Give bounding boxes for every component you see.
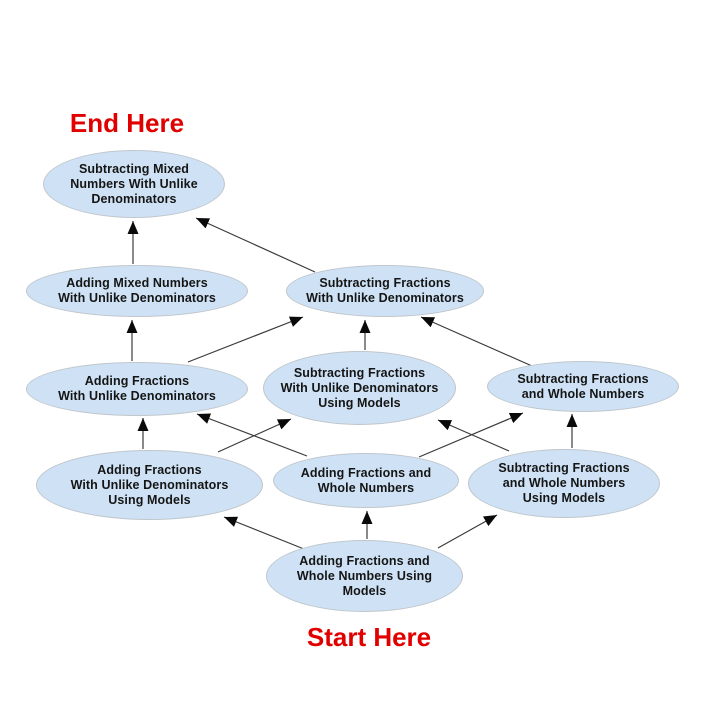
node-label: Adding Fractions With Unlike Denominator… <box>70 462 229 507</box>
edge-adding-whole-to-adding-fractions <box>196 413 308 457</box>
node-subtracting-mixed-numbers: Subtracting Mixed Numbers With Unlike De… <box>43 150 225 218</box>
node-label: Adding Fractions and Whole Numbers Using… <box>296 553 433 598</box>
edge-adding-fractions-to-subtracting-fractions <box>187 316 304 363</box>
node-label: Subtracting Fractions and Whole Numbers … <box>498 461 630 505</box>
node-adding-fractions-and-whole-numbers: Adding Fractions and Whole Numbers <box>273 453 459 508</box>
node-adding-fractions-and-whole-numbers-using-models: Adding Fractions and Whole Numbers Using… <box>266 540 463 612</box>
node-subtracting-fractions-using-models: Subtracting Fractions With Unlike Denomi… <box>263 351 456 425</box>
edge-start-to-subtracting-whole-models <box>437 514 498 549</box>
node-label: Adding Fractions and Whole Numbers <box>300 465 432 495</box>
end-here-label: End Here <box>69 108 185 138</box>
node-subtracting-fractions-and-whole-numbers: Subtracting Fractions and Whole Numbers <box>487 361 679 412</box>
node-label: Subtracting Fractions With Unlike Denomi… <box>280 365 439 410</box>
node-adding-fractions-using-models: Adding Fractions With Unlike Denominator… <box>36 450 263 520</box>
edge-subtracting-whole-models-to-subtracting-models <box>437 419 510 452</box>
node-label: Adding Mixed Numbers With Unlike Denomin… <box>58 276 216 305</box>
start-here-label: Start Here <box>306 622 432 652</box>
edge-subtracting-whole-to-subtracting-fractions <box>420 316 533 367</box>
node-adding-mixed-numbers: Adding Mixed Numbers With Unlike Denomin… <box>26 265 248 317</box>
node-label: Subtracting Fractions and Whole Numbers <box>517 371 649 401</box>
edge-subtracting-fractions-to-subtracting-mixed <box>195 217 316 273</box>
node-subtracting-fractions: Subtracting Fractions With Unlike Denomi… <box>286 265 484 317</box>
edge-start-to-adding-models <box>223 516 305 550</box>
node-label: Adding Fractions With Unlike Denominator… <box>58 374 216 403</box>
node-label: Subtracting Mixed Numbers With Unlike De… <box>70 161 198 206</box>
node-adding-fractions: Adding Fractions With Unlike Denominator… <box>26 362 248 416</box>
node-subtracting-fractions-and-whole-numbers-using-models: Subtracting Fractions and Whole Numbers … <box>468 449 660 518</box>
node-label: Subtracting Fractions With Unlike Denomi… <box>306 276 464 305</box>
edge-adding-models-to-subtracting-models <box>217 418 292 453</box>
